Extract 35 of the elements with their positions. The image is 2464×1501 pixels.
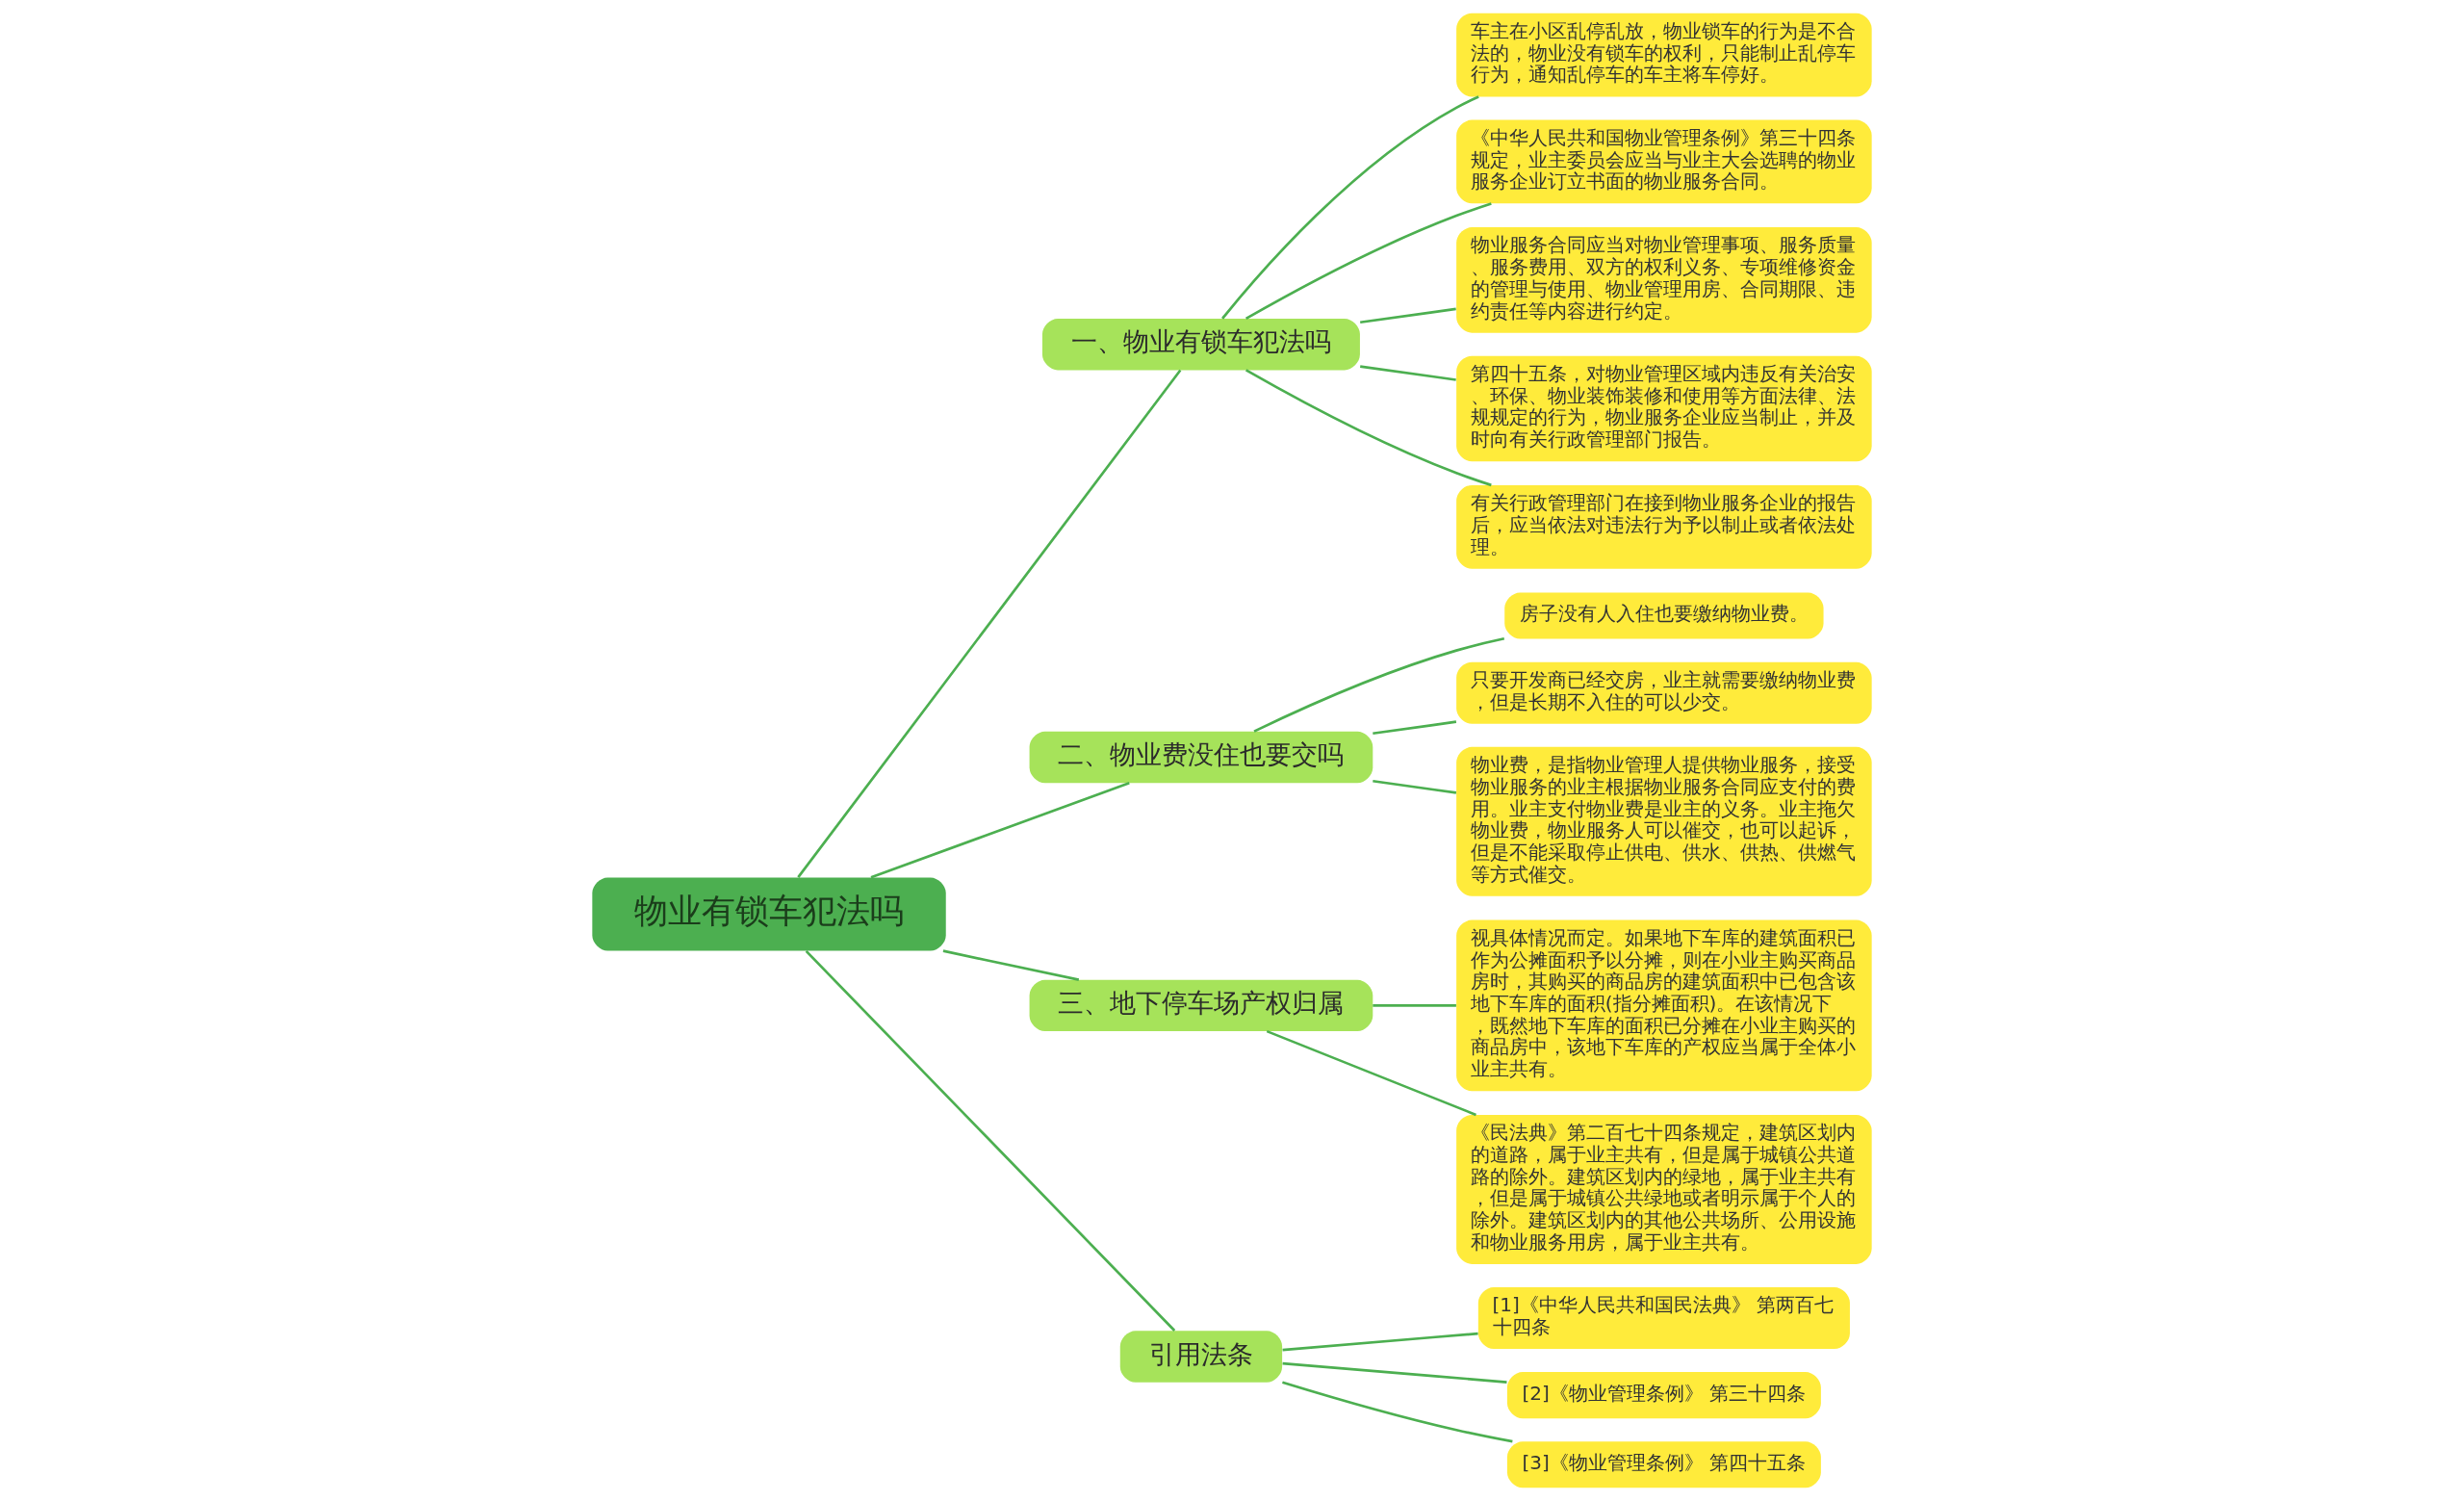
node-box: [3]《物业管理条例》 第四十五条 bbox=[1506, 1441, 1821, 1488]
connector bbox=[1282, 1381, 1513, 1443]
connector bbox=[1266, 1029, 1476, 1117]
node-box: 第四十五条，对物业管理区域内违反有关治安、环保、物业装饰装修和使用等方面法律、法规规定的行为，物业服务企业应当制止，并及时向有关行政管理部门报告。 bbox=[1456, 355, 1872, 462]
node-box: 物业有锁车犯法吗 bbox=[592, 877, 946, 951]
node-box: 房子没有人入住也要缴纳物业费。 bbox=[1504, 592, 1824, 639]
connector bbox=[1373, 720, 1457, 736]
connector bbox=[1360, 307, 1456, 324]
connector bbox=[870, 782, 1130, 879]
connector bbox=[1245, 369, 1492, 487]
connector bbox=[942, 949, 1080, 981]
node-box: [2]《物业管理条例》 第三十四条 bbox=[1506, 1372, 1821, 1419]
node-box: 有关行政管理部门在接到物业服务企业的报告后，应当依法对违法行为予以制止或者依法处理。 bbox=[1456, 484, 1872, 569]
connector bbox=[1373, 1004, 1456, 1007]
node-box: 三、地下停车场产权归属 bbox=[1029, 979, 1373, 1032]
connector bbox=[1282, 1332, 1478, 1352]
node-box: 一、物业有锁车犯法吗 bbox=[1041, 318, 1360, 371]
connector bbox=[1221, 95, 1479, 320]
node-box: 视具体情况而定。如果地下车库的建筑面积已作为公摊面积予以分摊，则在小业主购买商品房时，其购买的商品房的建筑面积中已包含该地下车库的面积(指分摊面积)。在该情况下，既然地下车库的面积已分摊在小业主购买的商品房中，该地下车库的产权应当属于全体小业主共有。 bbox=[1456, 919, 1872, 1092]
node-box: 《中华人民共和国物业管理条例》第三十四条规定，业主委员会应当与业主大会选聘的物业服务企业订立书面的物业服务合同。 bbox=[1456, 119, 1872, 204]
node-box: 《民法典》第二百七十四条规定，建筑区划内的道路，属于业主共有，但是属于城镇公共道路的除外。建筑区划内的绿地，属于业主共有，但是属于城镇公共绿地或者明示属于个人的除外。建筑区划内的其他公共场所、公用设施和物业服务用房，属于业主共有。 bbox=[1456, 1114, 1872, 1264]
node-box: 物业费，是指物业管理人提供物业服务，接受物业服务的业主根据物业服务合同应支付的费用。业主支付物业费是业主的义务。业主拖欠物业费，物业服务人可以催交，也可以起诉，但是不能采取停止供电、供水、供热、供燃气等方式催交。 bbox=[1456, 746, 1872, 896]
connector bbox=[1253, 636, 1505, 733]
connector bbox=[1245, 202, 1492, 321]
node-box: 车主在小区乱停乱放，物业锁车的行为是不合法的，物业没有锁车的权利，只能制止乱停车行为，通知乱停车的车主将车停好。 bbox=[1456, 13, 1872, 97]
node-box: 二、物业费没住也要交吗 bbox=[1029, 731, 1373, 784]
node-box: 物业服务合同应当对物业管理事项、服务质量、服务费用、双方的权利义务、专项维修资金的管理与使用、物业管理用房、合同期限、违约责任等内容进行约定。 bbox=[1456, 227, 1872, 333]
node-box: 只要开发商已经交房，业主就需要缴纳物业费，但是长期不入住的可以少交。 bbox=[1456, 661, 1872, 724]
node-box: 引用法条 bbox=[1119, 1331, 1283, 1383]
connector bbox=[1360, 365, 1456, 381]
connector bbox=[797, 369, 1182, 878]
connector bbox=[1282, 1361, 1507, 1384]
connector bbox=[805, 949, 1176, 1332]
node-box: [1]《中华人民共和国民法典》 第两百七十四条 bbox=[1477, 1286, 1850, 1350]
connector bbox=[1373, 779, 1457, 794]
